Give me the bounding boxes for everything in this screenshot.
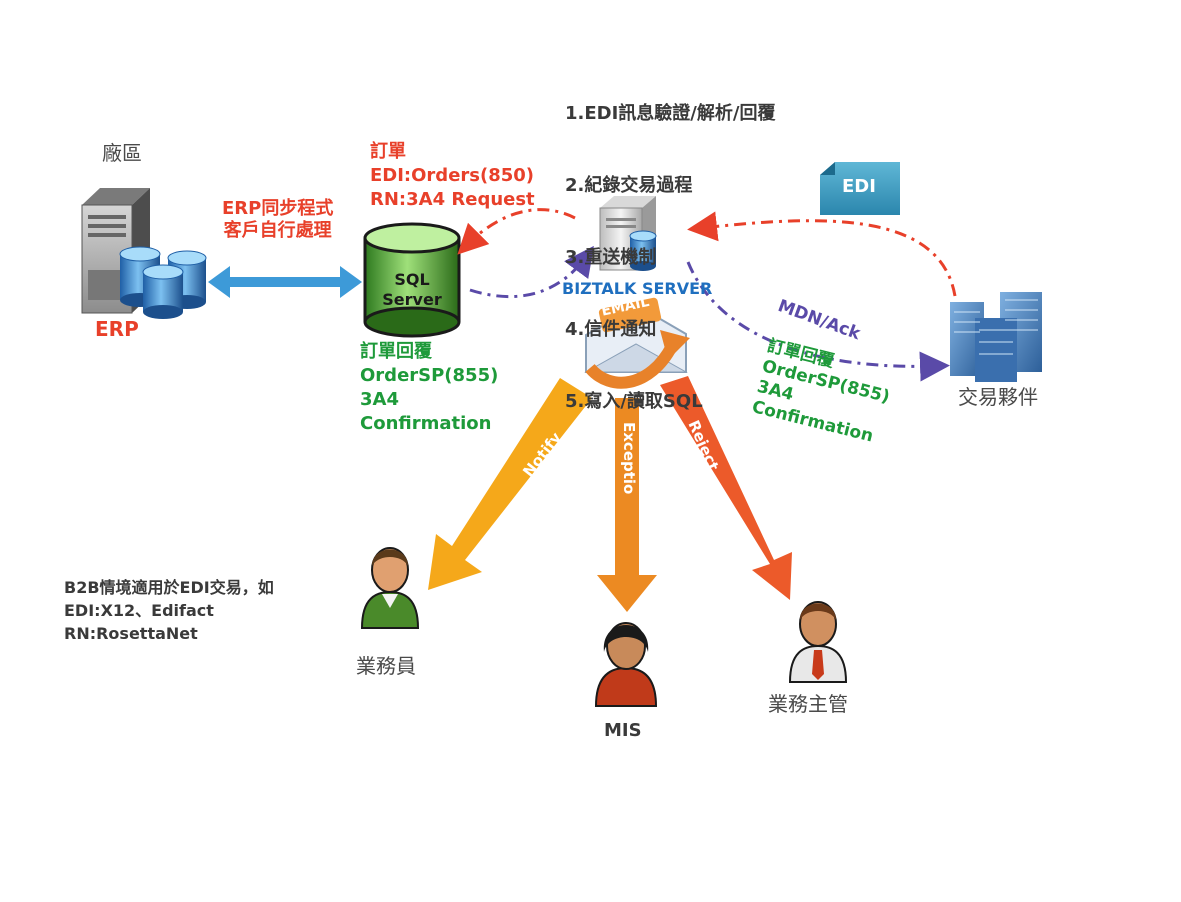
reject-arrow (660, 376, 792, 600)
erp-label: ERP (95, 317, 139, 341)
sales-label: 業務員 (356, 654, 416, 678)
factory-label: 廠區 (102, 141, 142, 165)
partner-label: 交易夥伴 (958, 385, 1038, 409)
notify-arrow (428, 378, 592, 590)
edi-tag-icon (820, 162, 900, 215)
feature-item: 4.信件通知 (565, 319, 657, 340)
feature-item: 2.紀錄交易過程 (565, 175, 693, 196)
feature-item: 1.EDI訊息驗證/解析/回覆 (565, 103, 776, 124)
b2b-note: B2B情境適用於EDI交易，如 EDI:X12、Edifact RN:Roset… (64, 578, 274, 643)
partner-buildings-icon (950, 292, 1042, 382)
mis-person-icon (594, 622, 658, 707)
biztalk-server-icon (599, 196, 657, 271)
erp-server-icon (81, 188, 207, 319)
edi-tag-label: EDI (842, 176, 876, 197)
exception-arrow (597, 398, 657, 612)
order-label: 訂單 EDI:Orders(850) RN:3A4 Request (370, 141, 535, 210)
sales-person-icon (360, 547, 420, 629)
biztalk-to-sql-arrow (457, 208, 576, 255)
email-icon (584, 297, 690, 389)
erp-sync-label: ERP同步程式 客戶自行處理 (222, 198, 334, 241)
biztalk-label: BIZTALK SERVER (562, 279, 713, 298)
sql-server-label: SQL Server (382, 270, 442, 309)
manager-person-icon (788, 601, 848, 683)
feature-item: 5.寫入/讀取SQL (565, 391, 703, 412)
manager-label: 業務主管 (768, 692, 848, 716)
erp-sql-sync-arrow (208, 266, 362, 298)
feature-item: 3.重送機制 (565, 247, 657, 268)
mis-label: MIS (604, 720, 642, 741)
feature-list: 1.EDI訊息驗證/解析/回覆 2.紀錄交易過程 3.重送機制 4.信件通知 5… (565, 54, 775, 462)
partner-to-biztalk-arrow (687, 211, 957, 297)
order-reply-label: 訂單回覆 OrderSP(855) 3A4 Confirmation (360, 341, 499, 434)
exception-label: Exceptio (620, 422, 638, 495)
sql-to-biztalk-arrow (469, 245, 594, 299)
biztalk-to-partner-arrow (686, 261, 950, 382)
